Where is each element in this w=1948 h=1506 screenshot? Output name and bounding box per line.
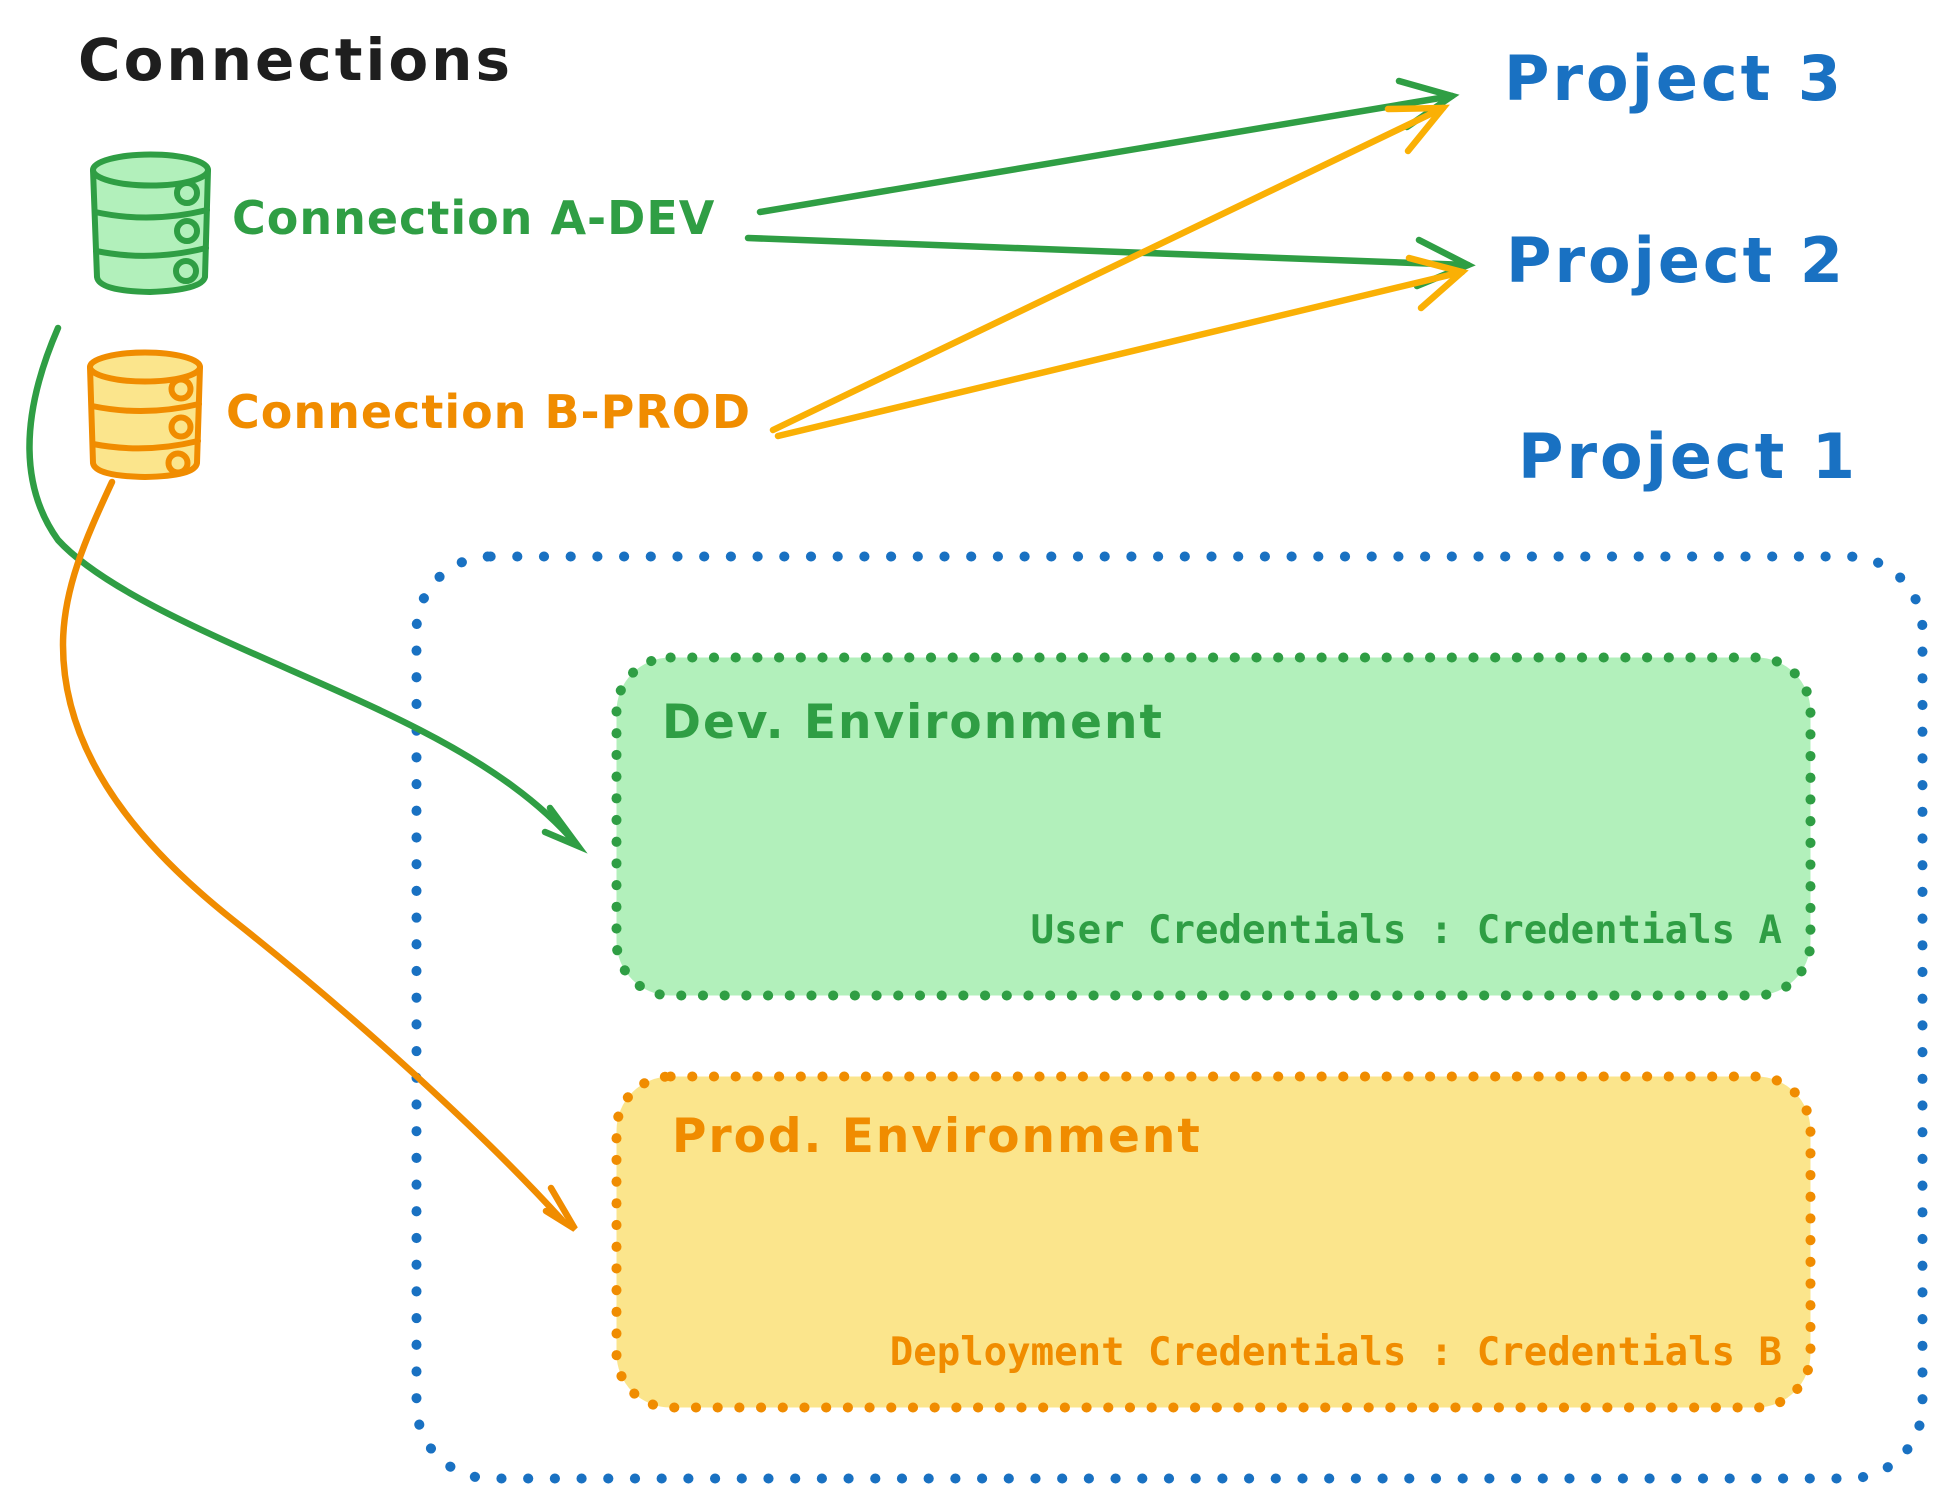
project-1-label: Project 1 (1518, 420, 1859, 493)
project-2-label: Project 2 (1506, 224, 1847, 297)
database-icon-prod (87, 349, 203, 480)
arrow-a-dev-to-project-2 (744, 234, 1476, 290)
arrow-a-dev-to-project-3 (756, 77, 1460, 216)
curved-arrow-a-dev-to-dev-environment (26, 324, 588, 854)
project-1-container-box (411, 551, 1928, 1484)
dev-environment-box (611, 652, 1816, 1001)
connection-a-dev-label: Connection A-DEV (232, 191, 716, 245)
arrow-b-prod-to-project-2 (774, 254, 1469, 440)
diagram-title: Connections (78, 26, 513, 94)
project-3-label: Project 3 (1504, 42, 1845, 115)
curved-arrow-b-prod-to-prod-environment (59, 478, 578, 1232)
connection-b-prod-label: Connection B-PROD (226, 385, 752, 439)
prod-environment-label: Prod. Environment (672, 1109, 1202, 1164)
arrow-b-prod-to-project-3 (769, 104, 1450, 434)
dev-credentials-text: User Credentials : Credentials A (1030, 908, 1782, 953)
dev-environment-label: Dev. Environment (662, 695, 1164, 750)
database-icon-dev (90, 151, 211, 295)
prod-environment-box (611, 1071, 1816, 1413)
prod-credentials-text: Deployment Credentials : Credentials B (889, 1330, 1782, 1375)
